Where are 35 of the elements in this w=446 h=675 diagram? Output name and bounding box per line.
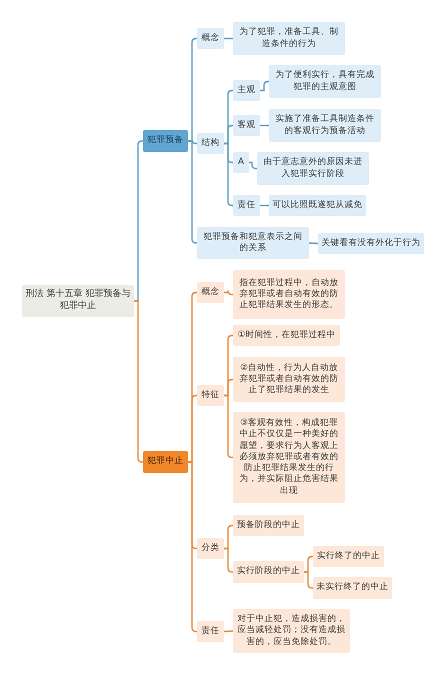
topic-box: A [233, 152, 249, 173]
topic-box: 由于意志意外的原因未进入犯罪实行阶段 [257, 152, 369, 185]
topic-box: 指在犯罪过程中，自动放弃犯罪或者自动有效的防止犯罪结果发生的形态。 [233, 270, 345, 319]
topic-box: 概念 [197, 28, 224, 49]
topic-box: 犯罪预备和犯意表示之间的关系 [197, 227, 309, 259]
topic-box: 实行阶段的中止 [233, 561, 304, 583]
topic-box: 未实行终了的中止 [313, 577, 392, 599]
topic-box: 预备阶段的中止 [233, 515, 304, 536]
topic-box: 实施了准备工具制造条件的客观行为预备活动 [269, 109, 381, 142]
branch-line [304, 571, 313, 589]
topic-box: 可以比照既遂犯从减免 [269, 195, 366, 216]
branch-line [308, 242, 318, 244]
branch-box: 犯罪预备 [143, 130, 188, 152]
topic-box: 客观 [233, 115, 260, 136]
topic-box: 为了便利实行，具有完成犯罪的主观意图 [269, 65, 381, 98]
topic-box: 结构 [197, 133, 224, 154]
topic-box: 责任 [233, 195, 260, 216]
branch-box: 犯罪中止 [143, 451, 188, 473]
topic-box: 特征 [197, 385, 224, 406]
topic-box: 主观 [233, 80, 260, 101]
topic-box: 关键看有没有外化于行为 [318, 233, 424, 254]
branch-line [260, 80, 269, 92]
branch-line [224, 630, 234, 632]
branch-line [249, 162, 257, 170]
topic-box: 实行终了的中止 [313, 546, 384, 567]
topic-box: 责任 [197, 621, 224, 642]
topic-box: 概念 [197, 282, 224, 303]
topic-box: 对于中止犯，造成损害的，应当减轻处罚；没有造成损害的，应当免除处罚。 [233, 609, 350, 653]
topic-box: 刑法 第十五章 犯罪预备与犯罪中止 [22, 285, 134, 317]
topic-box: ②自动性，行为人自动放弃犯罪或者自动有效的防止了犯罪结果的发生 [233, 357, 345, 402]
topic-box: 为了犯罪，准备工具、制造条件的行为 [233, 22, 345, 55]
branch-line [224, 290, 233, 296]
topic-box: ③客观有效性，构成犯罪中止不仅仅是一种美好的愿望，要求行为人客观上必须放弃犯罪或者有效的防止犯罪结果发生的行为，并实际阻止危害结果出现 [233, 412, 345, 503]
topic-box: 分类 [197, 538, 224, 559]
topic-box: ①时间性，在犯罪过程中 [233, 325, 340, 346]
